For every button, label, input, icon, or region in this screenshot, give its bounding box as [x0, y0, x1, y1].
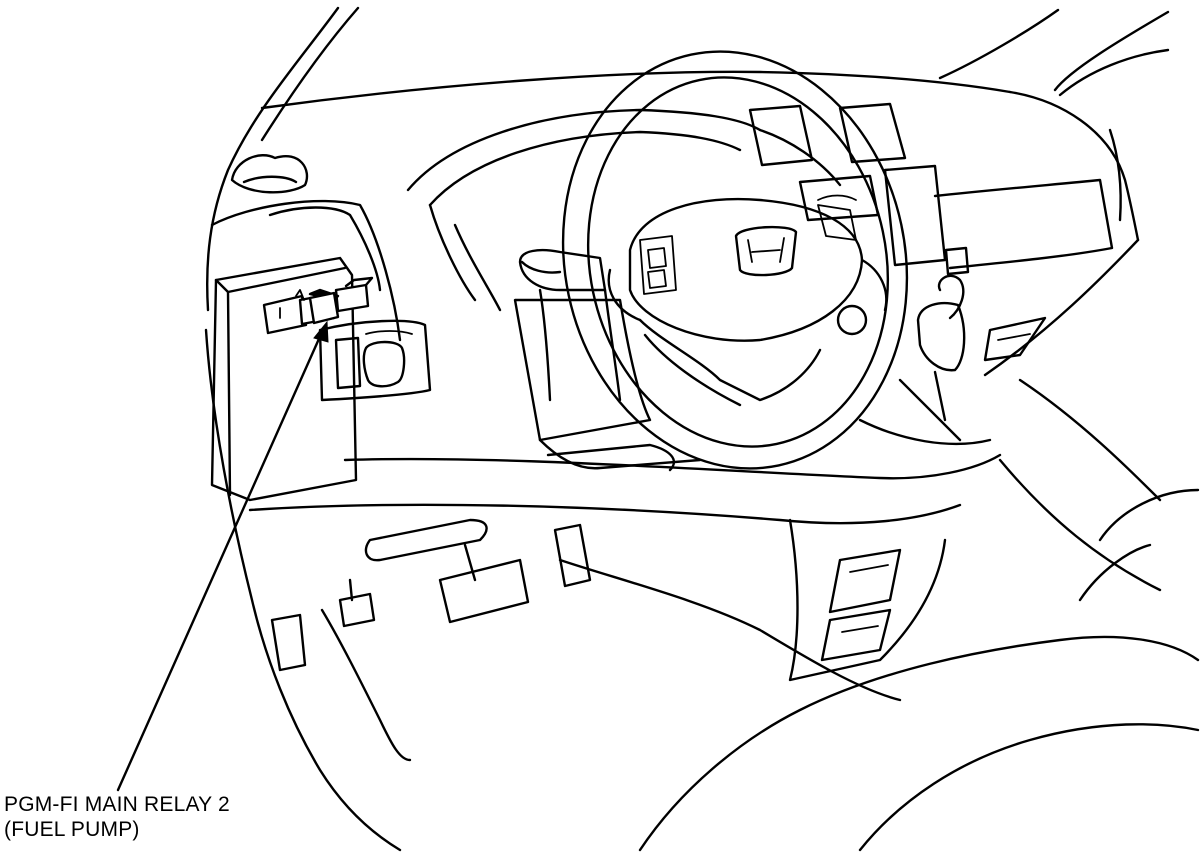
callout-line-1: PGM-FI MAIN RELAY 2: [4, 793, 230, 816]
switch-panel: [318, 319, 432, 402]
relay-callout-label: PGM-FI MAIN RELAY 2 (FUEL PUMP): [4, 792, 230, 842]
lower-dash: [248, 438, 1002, 562]
dashboard-top: [260, 8, 1170, 377]
gear-lever-console: [836, 274, 1047, 446]
driver-seat: [638, 488, 1200, 852]
steering-wheel: [561, 50, 909, 470]
instrument-cluster-hood: [406, 108, 842, 312]
callout-line-2: (FUEL PUMP): [4, 818, 140, 841]
left-vent-pod: [210, 154, 402, 342]
floor: [558, 378, 1162, 702]
right-door: [1058, 48, 1170, 222]
pedals: [270, 523, 592, 762]
center-lower-console: [788, 518, 947, 682]
center-vents: [748, 102, 1114, 276]
callout-leader: [116, 320, 329, 792]
a-pillar: [204, 6, 402, 852]
relay-cluster: [262, 276, 374, 335]
leader-arrowhead: [313, 320, 329, 343]
steering-column: [513, 248, 652, 442]
fuse-box-panel: [210, 256, 358, 502]
